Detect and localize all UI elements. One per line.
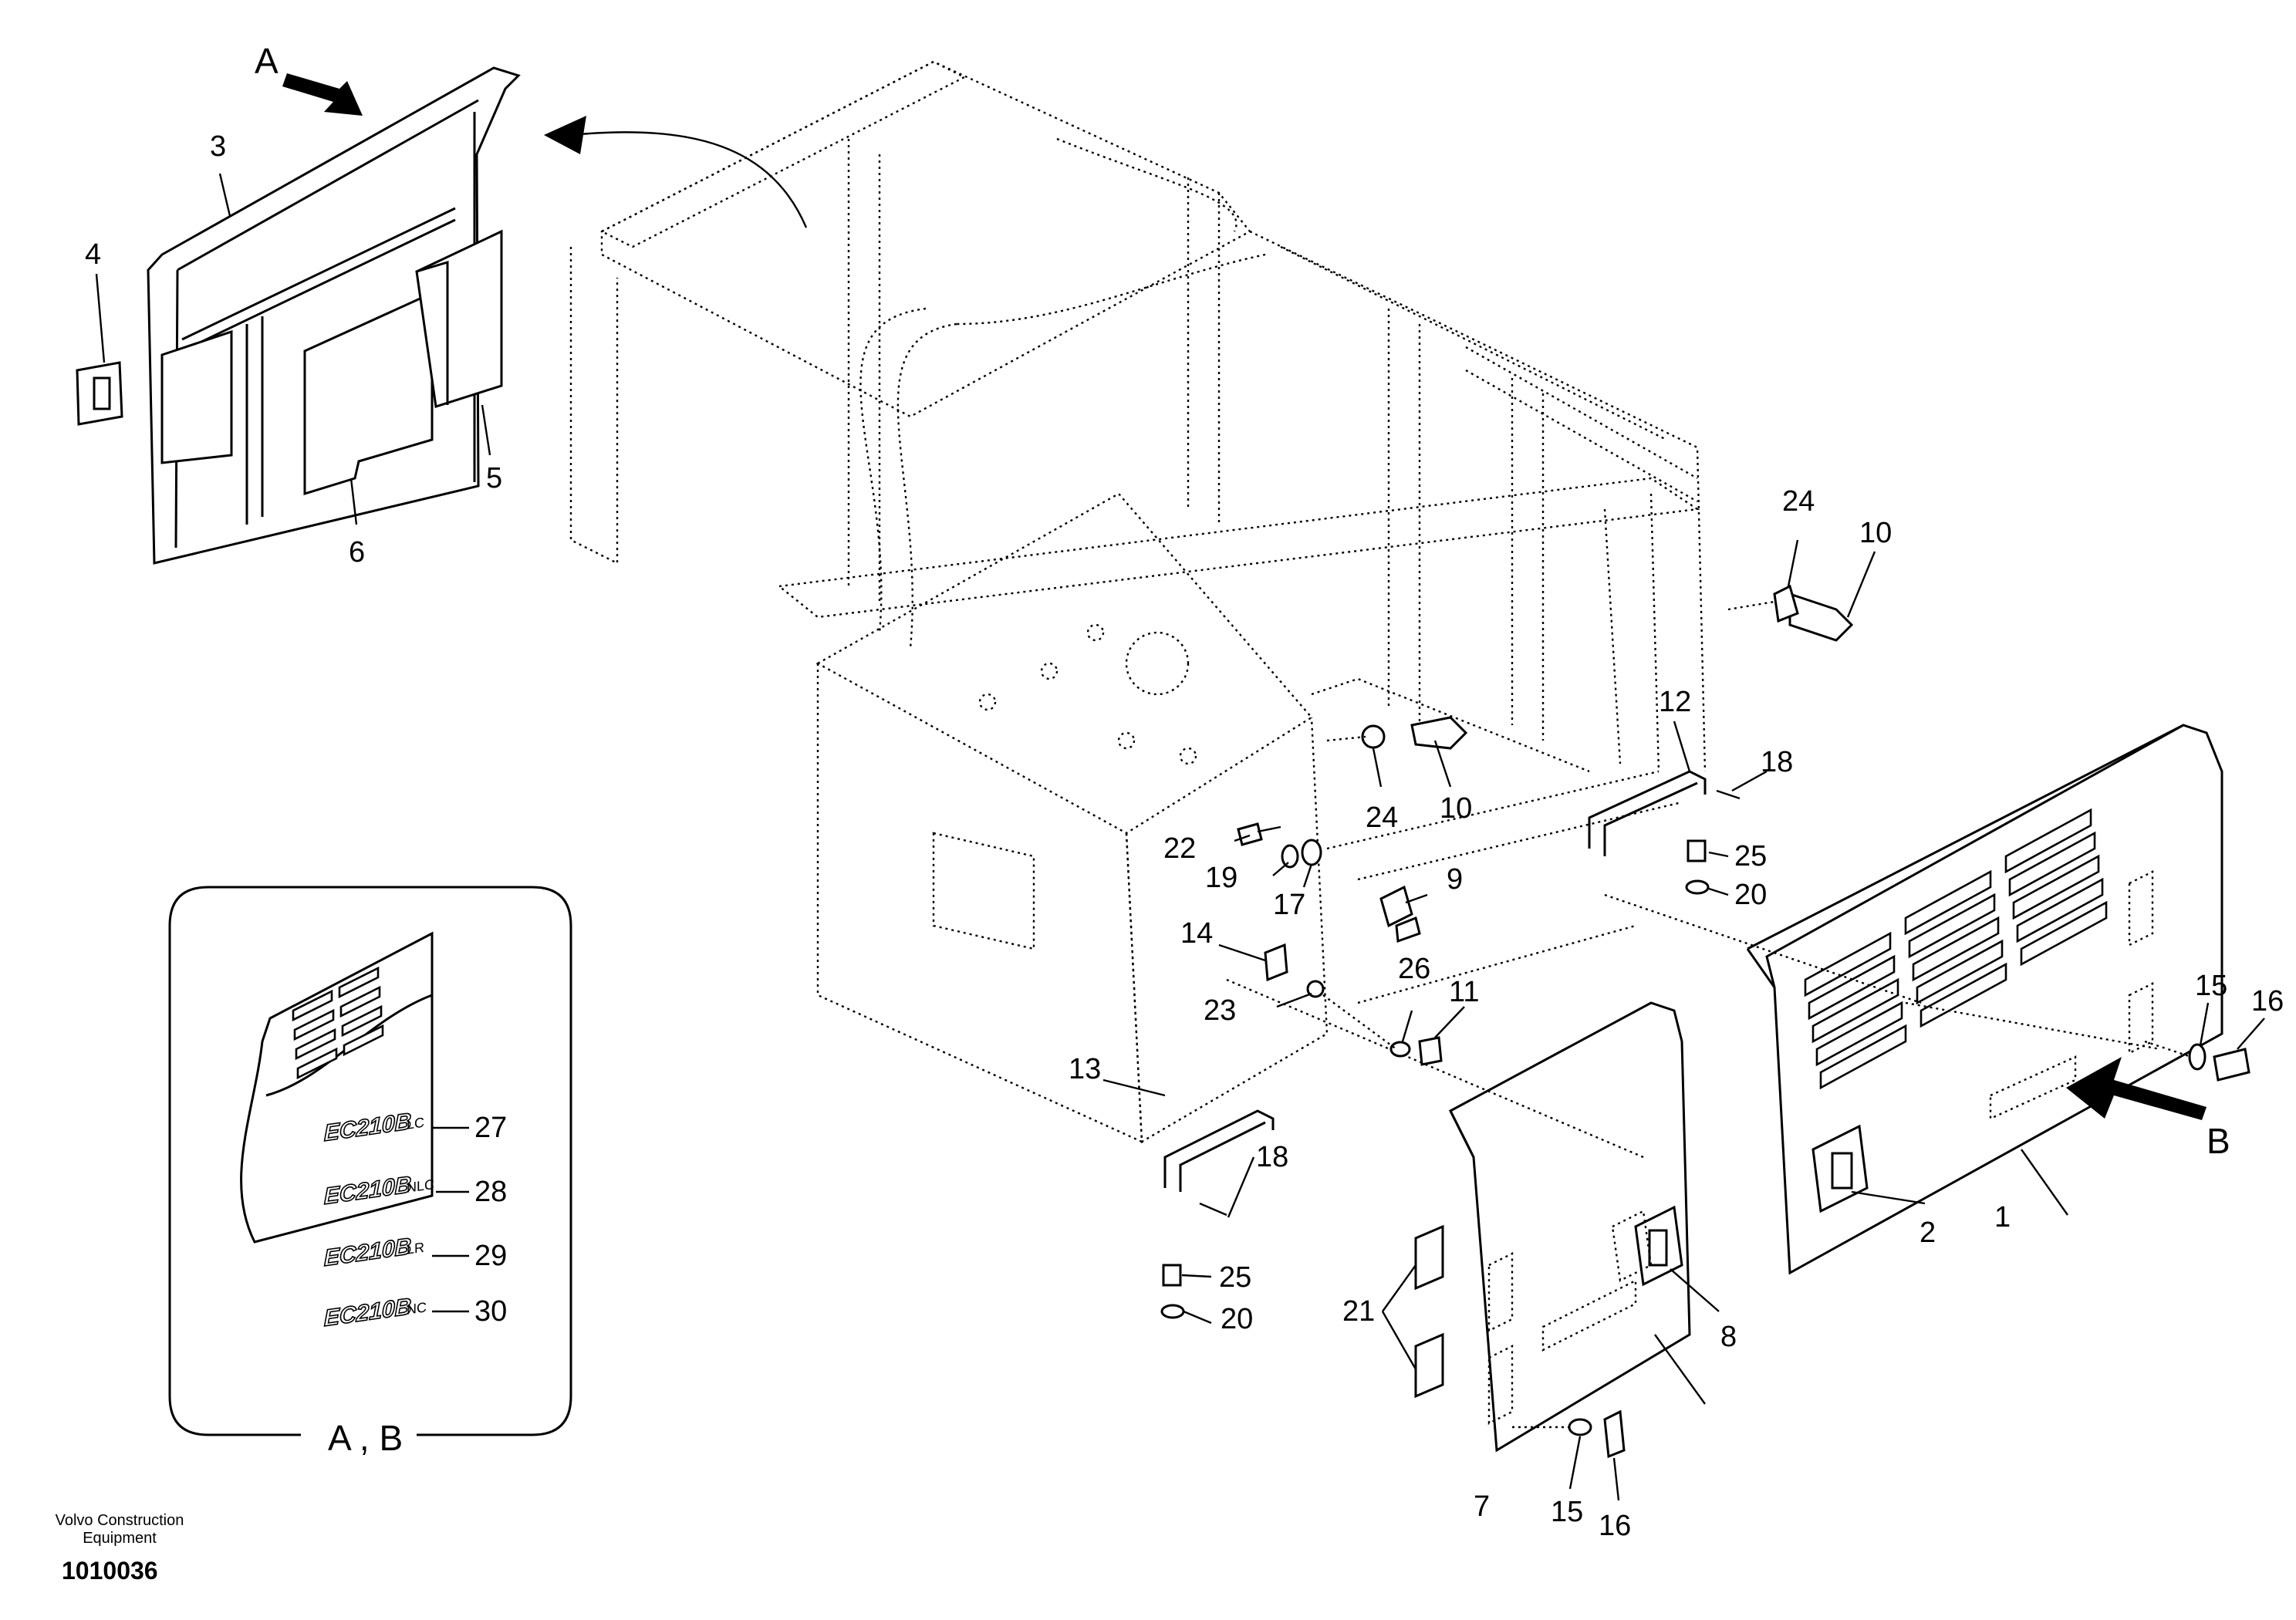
diagram-number: 1010036	[62, 1557, 158, 1585]
svg-text:LC: LC	[407, 1115, 424, 1132]
door-panel	[76, 66, 521, 565]
callout-labels: 7 1 2 3 4 5 6 8 9 10 10 11 12 13 14 15 1…	[85, 130, 2284, 1542]
callout-4: 4	[85, 238, 101, 271]
callout-19: 19	[1205, 862, 1237, 894]
inset-caption: A , B	[328, 1418, 403, 1458]
callout-13: 13	[1069, 1053, 1101, 1085]
inset-panel: A , B	[168, 886, 572, 1458]
callout-29: 29	[474, 1240, 507, 1272]
callout-12: 12	[1659, 686, 1691, 718]
leader-lines	[95, 173, 2265, 1501]
company-line-1: Volvo Construction	[55, 1512, 184, 1529]
callout-15-lower: 15	[1551, 1496, 1583, 1528]
callout-18-upper: 18	[1761, 746, 1793, 778]
callout-21: 21	[1342, 1295, 1375, 1328]
callout-17: 17	[1273, 889, 1305, 921]
callout-15-right: 15	[2195, 970, 2227, 1002]
callout-11: 11	[1449, 976, 1479, 1008]
base-box	[815, 492, 1683, 1144]
side-panel-7	[1226, 978, 1691, 1453]
vent-grille-large	[1804, 808, 2108, 1090]
callout-14: 14	[1180, 917, 1213, 950]
inset-vent	[292, 966, 384, 1080]
callout-16-lower: 16	[1599, 1510, 1631, 1542]
callout-27: 27	[474, 1112, 507, 1144]
svg-text:LR: LR	[407, 1240, 424, 1257]
side-panel-1	[1604, 724, 2223, 1275]
callout-5: 5	[486, 462, 502, 494]
callout-2: 2	[1920, 1217, 1936, 1249]
callout-22: 22	[1163, 832, 1196, 865]
callout-28: 28	[474, 1176, 507, 1208]
callout-30: 30	[474, 1295, 507, 1328]
callout-10-upper: 10	[1859, 517, 1892, 549]
callout-24-upper: 24	[1782, 485, 1815, 518]
callout-8: 8	[1720, 1321, 1737, 1353]
callout-26: 26	[1398, 953, 1430, 985]
removal-arrow	[544, 116, 808, 228]
callout-23: 23	[1204, 994, 1236, 1027]
hardware	[1160, 584, 2250, 1459]
company-name: Volvo Construction Equipment	[42, 1512, 197, 1547]
callout-20-upper: 20	[1734, 879, 1767, 911]
callout-18-lower: 18	[1256, 1141, 1288, 1173]
callout-10-middle: 10	[1440, 792, 1472, 825]
callout-16-right: 16	[2251, 985, 2284, 1018]
company-line-2: Equipment	[83, 1530, 157, 1547]
view-b-letter: B	[2207, 1121, 2230, 1161]
view-a-arrow: A	[255, 41, 363, 116]
callout-7: 7	[1474, 1490, 1490, 1523]
callout-25-upper: 25	[1734, 840, 1767, 872]
view-b-arrow: B	[2066, 1057, 2230, 1161]
rubber-strips-21	[1414, 1224, 1444, 1399]
view-a-letter: A	[255, 41, 279, 81]
callout-20-lower: 20	[1221, 1303, 1253, 1335]
callout-25-lower: 25	[1219, 1261, 1251, 1294]
callout-9: 9	[1447, 863, 1463, 896]
cab-frame	[569, 60, 1707, 773]
callout-3: 3	[210, 130, 226, 163]
callout-24-middle: 24	[1366, 802, 1398, 834]
callout-1: 1	[1994, 1201, 2011, 1234]
callout-6: 6	[349, 536, 365, 569]
svg-text:NC: NC	[407, 1299, 427, 1318]
insulation-pad-5	[415, 229, 503, 408]
